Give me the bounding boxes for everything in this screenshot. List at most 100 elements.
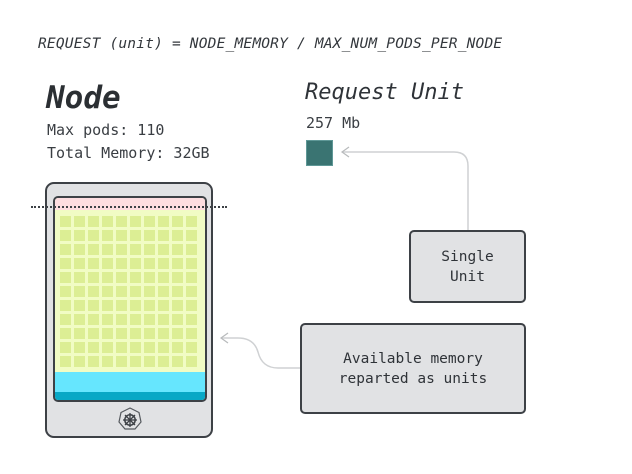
memory-unit-cell [116, 328, 127, 339]
memory-unit-cell [158, 244, 169, 255]
memory-unit-cell [186, 258, 197, 269]
single-unit-connector [343, 151, 469, 230]
memory-unit-cell [186, 300, 197, 311]
memory-unit-cell [60, 328, 71, 339]
memory-unit-cell [172, 356, 183, 367]
memory-unit-cell [130, 216, 141, 227]
memory-unit-cell [116, 230, 127, 241]
memory-unit-cell [172, 230, 183, 241]
memory-unit-cell [158, 342, 169, 353]
arrow-left-icon [219, 332, 229, 344]
memory-unit-cell [102, 258, 113, 269]
total-memory-label: Total Memory: 32GB [47, 144, 210, 162]
memory-unit-cell [186, 328, 197, 339]
memory-unit-cell [88, 258, 99, 269]
request-unit-title: Request Unit [305, 80, 464, 105]
memory-unit-cell [158, 216, 169, 227]
memory-unit-cell [60, 342, 71, 353]
memory-unit-cell [74, 314, 85, 325]
memory-unit-cell [158, 286, 169, 297]
request-unit-square [306, 140, 333, 166]
memory-unit-cell [158, 328, 169, 339]
memory-unit-cell [102, 328, 113, 339]
memory-unit-cell [60, 244, 71, 255]
memory-unit-cell [130, 300, 141, 311]
formula-text: REQUEST (unit) = NODE_MEMORY / MAX_NUM_P… [38, 36, 503, 52]
memory-unit-cell [172, 314, 183, 325]
memory-unit-cell [116, 314, 127, 325]
memory-unit-cell [88, 272, 99, 283]
memory-unit-cell [172, 328, 183, 339]
memory-unit-cell [130, 244, 141, 255]
memory-unit-cell [74, 300, 85, 311]
memory-unit-cell [116, 216, 127, 227]
system-memory-bar [55, 392, 205, 400]
memory-unit-cell [74, 230, 85, 241]
memory-unit-cell [116, 272, 127, 283]
memory-unit-cell [186, 244, 197, 255]
memory-unit-cell [158, 272, 169, 283]
memory-unit-cell [144, 342, 155, 353]
available-memory-label-line1: Available memory [343, 350, 483, 367]
memory-unit-cell [144, 356, 155, 367]
memory-unit-cell [88, 300, 99, 311]
memory-unit-cell [116, 258, 127, 269]
max-pods-label: Max pods: 110 [47, 121, 165, 139]
available-memory-callout: Available memory reparted as units [300, 323, 526, 414]
memory-unit-cell [130, 258, 141, 269]
single-unit-callout: Single Unit [409, 230, 526, 303]
available-memory-label-line2: reparted as units [338, 370, 488, 387]
system-memory-area [55, 372, 205, 392]
memory-unit-grid [60, 216, 197, 367]
arrow-left-icon [340, 146, 350, 158]
memory-unit-cell [60, 314, 71, 325]
memory-unit-cell [102, 314, 113, 325]
memory-unit-cell [60, 258, 71, 269]
memory-unit-cell [60, 272, 71, 283]
memory-unit-cell [102, 356, 113, 367]
memory-unit-cell [172, 300, 183, 311]
memory-unit-cell [130, 342, 141, 353]
memory-unit-cell [186, 342, 197, 353]
memory-unit-cell [172, 244, 183, 255]
memory-unit-cell [74, 328, 85, 339]
memory-unit-cell [144, 230, 155, 241]
memory-unit-cell [144, 300, 155, 311]
memory-unit-cell [60, 216, 71, 227]
memory-unit-cell [102, 230, 113, 241]
memory-unit-cell [130, 230, 141, 241]
memory-unit-cell [172, 258, 183, 269]
request-unit-size: 257 Mb [306, 114, 361, 132]
reserved-memory-area [55, 198, 205, 210]
memory-unit-cell [172, 342, 183, 353]
memory-unit-cell [116, 300, 127, 311]
memory-unit-cell [102, 342, 113, 353]
memory-unit-cell [88, 244, 99, 255]
memory-unit-cell [102, 286, 113, 297]
memory-unit-cell [60, 286, 71, 297]
memory-unit-cell [60, 230, 71, 241]
memory-unit-cell [130, 356, 141, 367]
memory-unit-cell [186, 314, 197, 325]
memory-unit-cell [186, 230, 197, 241]
memory-unit-cell [88, 356, 99, 367]
memory-unit-cell [130, 286, 141, 297]
memory-unit-cell [74, 272, 85, 283]
single-unit-label-line2: Unit [450, 268, 485, 285]
memory-unit-cell [144, 328, 155, 339]
memory-unit-cell [88, 216, 99, 227]
memory-unit-cell [172, 216, 183, 227]
kubernetes-icon [118, 407, 142, 430]
memory-unit-cell [158, 258, 169, 269]
memory-unit-cell [130, 328, 141, 339]
memory-unit-cell [186, 356, 197, 367]
reserved-threshold-line [31, 206, 227, 208]
memory-unit-cell [88, 342, 99, 353]
memory-unit-cell [88, 314, 99, 325]
single-unit-label-line1: Single [441, 248, 494, 265]
memory-unit-cell [102, 272, 113, 283]
memory-unit-cell [102, 300, 113, 311]
memory-unit-cell [102, 244, 113, 255]
memory-unit-cell [158, 230, 169, 241]
memory-unit-cell [116, 244, 127, 255]
